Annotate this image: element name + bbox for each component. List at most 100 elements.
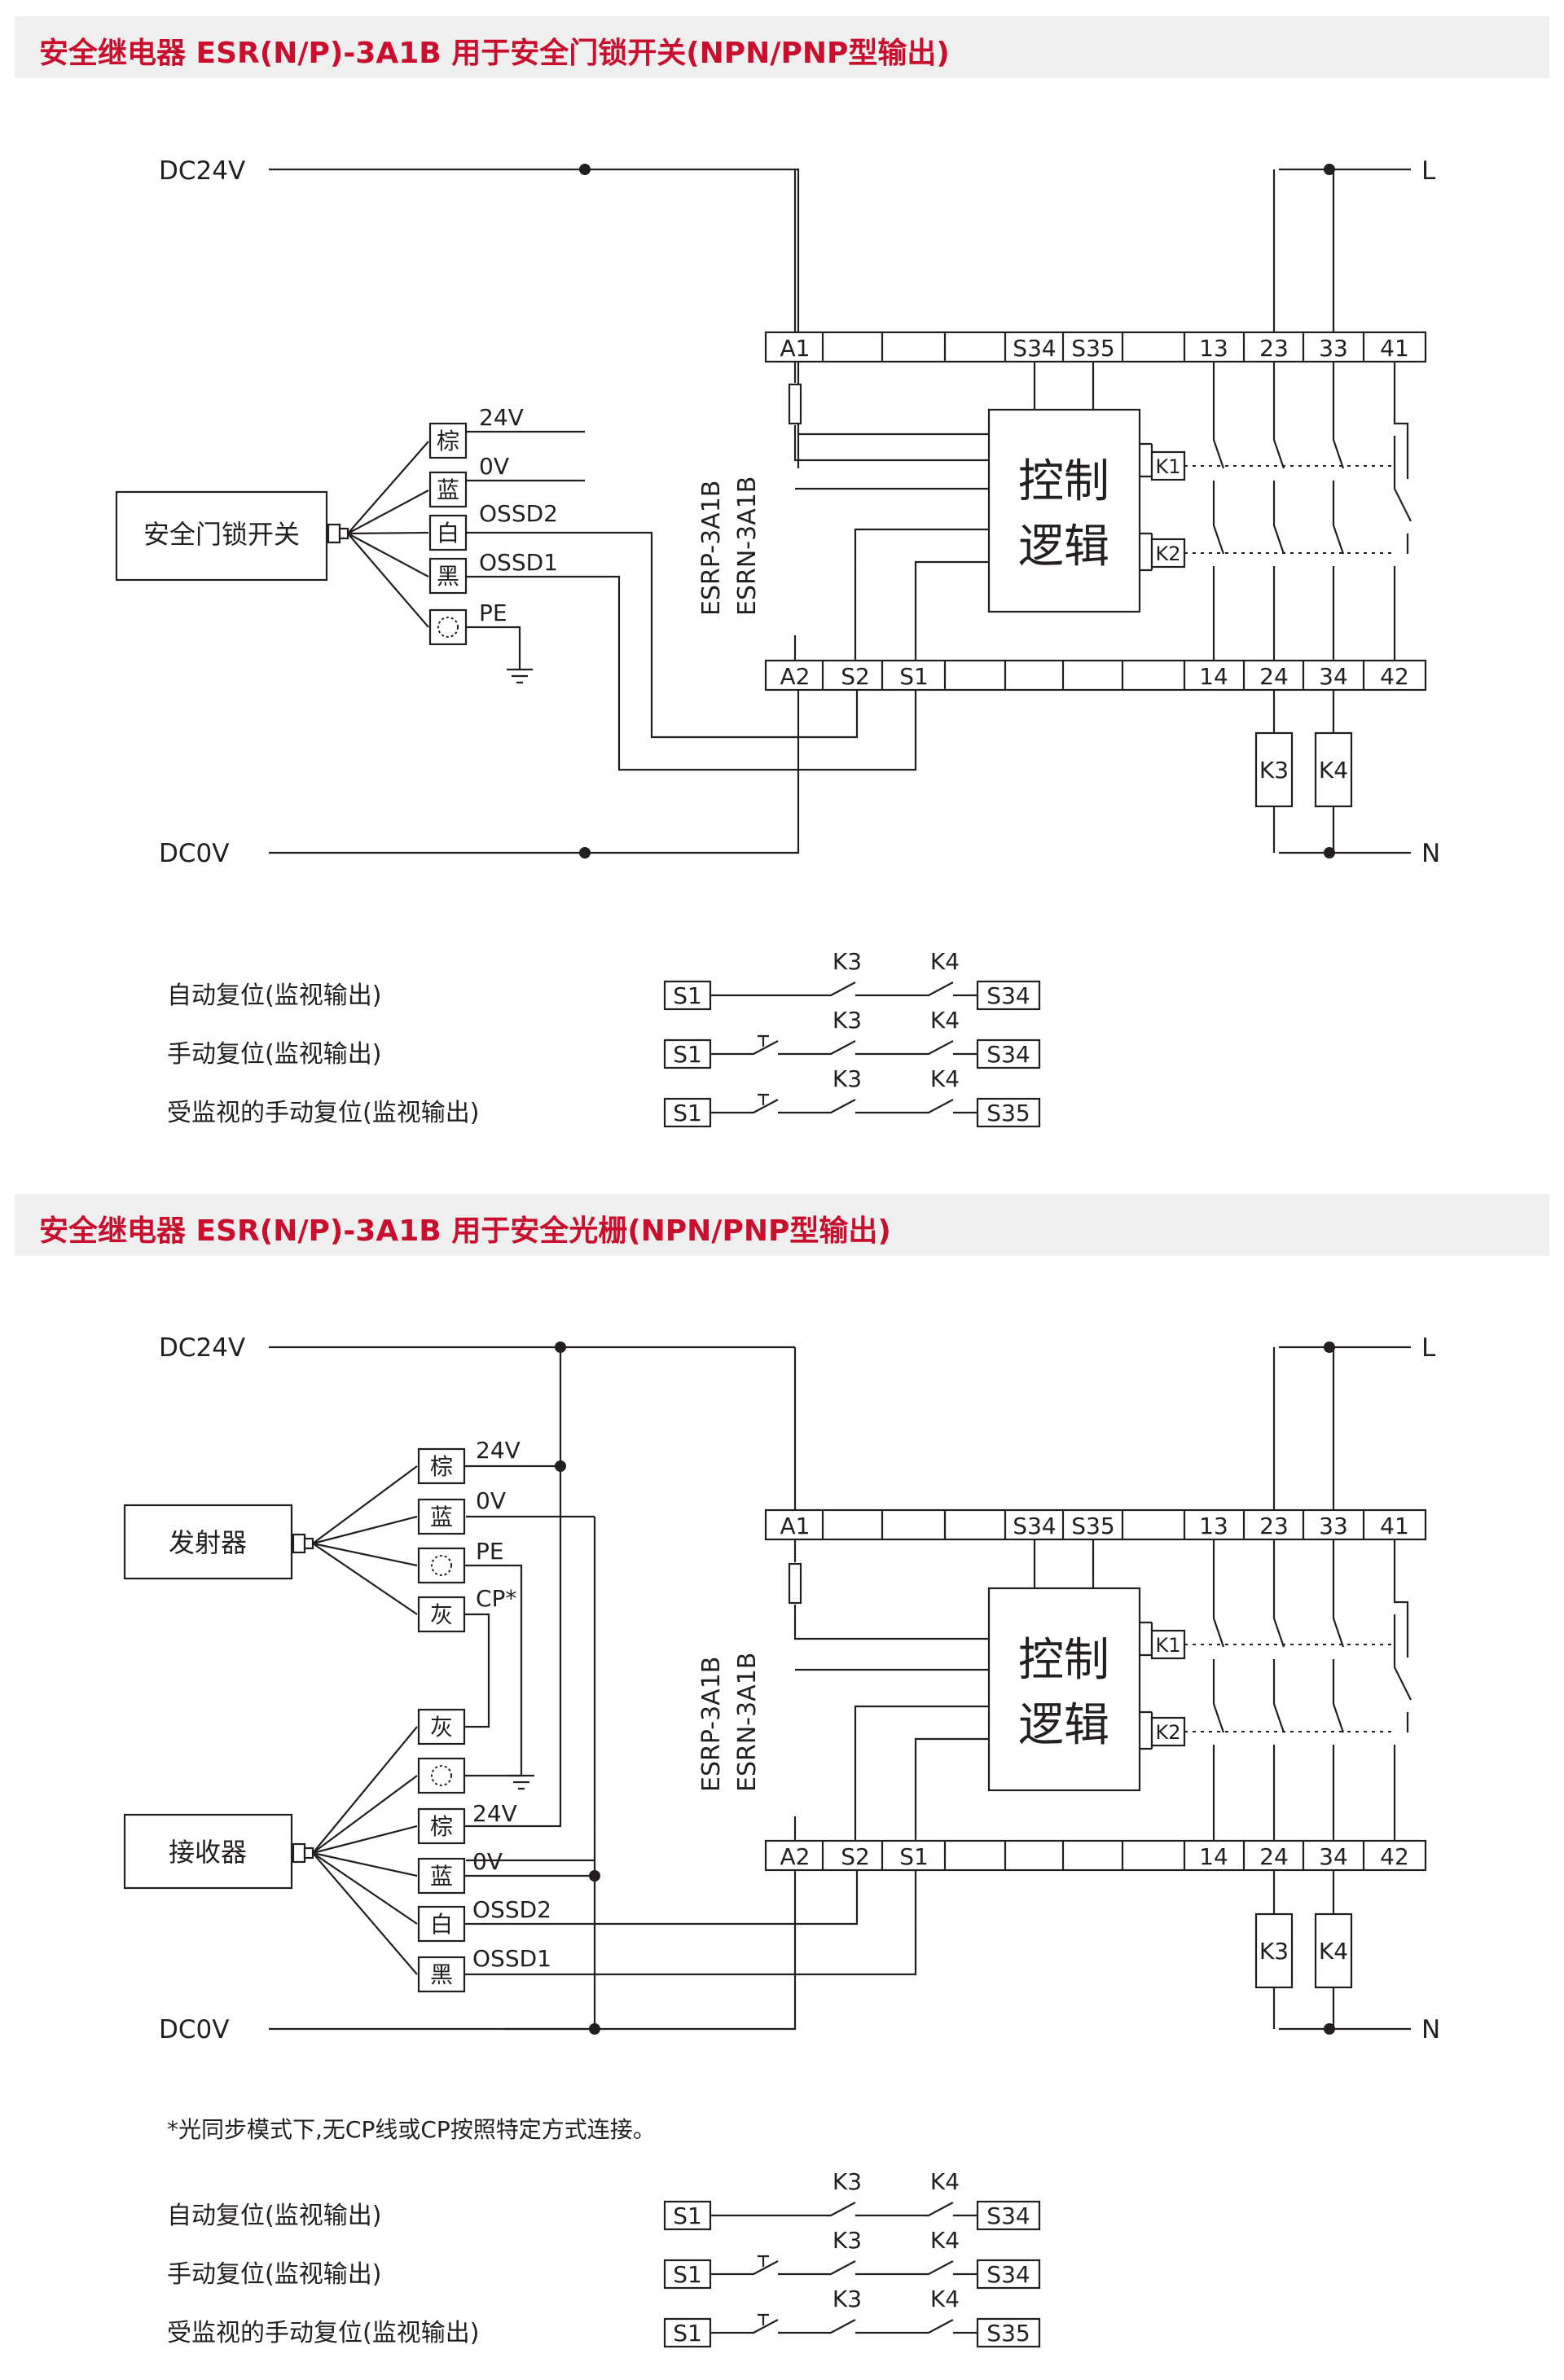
control-logic-box	[987, 408, 1141, 613]
section2-title: 安全继电器 ESR(N/P)-3A1B 用于安全光栅(NPN/PNP型输出)	[39, 1214, 891, 1248]
coil-k2-2	[1150, 1716, 1186, 1747]
contact-23-24-2	[1272, 1347, 1285, 1841]
terminal-41: 41	[1380, 335, 1409, 362]
load-coil-k4-label-2: K4	[1319, 1938, 1348, 1965]
supply-wiring-2	[269, 1346, 797, 2031]
coil-k2-label: K2	[1155, 542, 1180, 565]
dc24v-label-2: DC24V	[159, 1333, 245, 1363]
line-label: L	[1421, 156, 1436, 186]
relay-unit-2: ESRP-3A1B ESRN-3A1B A1 S34 S35 13 23 33 …	[697, 1347, 1427, 2029]
reset-k3-label: K3	[833, 948, 862, 975]
signal-ossd2: OSSD2	[479, 500, 558, 527]
load-coil-k3-label: K3	[1259, 757, 1289, 784]
terminal-33-2: 33	[1319, 1513, 1348, 1539]
load-coil-k4-2	[1314, 1912, 1353, 1989]
reset-k3-label: K3	[833, 1007, 862, 1034]
receiver-signal-ossd1: OSSD1	[472, 1945, 551, 1972]
terminal-14-2: 14	[1199, 1843, 1228, 1870]
emitter-wire-blue: 蓝	[430, 1504, 453, 1530]
control-logic-box-2	[987, 1587, 1141, 1792]
emitter-box	[123, 1504, 293, 1580]
load-coil-k3	[1254, 731, 1294, 808]
terminal-s35-2: S35	[1071, 1513, 1114, 1539]
fuse-2	[788, 1562, 802, 1605]
terminal-s2-2: S2	[841, 1843, 870, 1870]
contact-33-34	[1332, 169, 1345, 661]
reset-k3-label: K3	[833, 2227, 862, 2254]
reset-to-terminal: S34	[986, 982, 1030, 1009]
wire-color-blue: 蓝	[437, 476, 459, 503]
emitter-wire-brown: 棕	[430, 1453, 453, 1480]
reset-modes-2: 自动复位(监视输出) 手动复位(监视输出) 受监视的手动复位(监视输出) S1 …	[167, 2168, 1041, 2348]
signal-0v: 0V	[479, 453, 509, 480]
terminal-42: 42	[1380, 663, 1409, 690]
terminal-s1-2: S1	[899, 1843, 929, 1870]
emitter-pe-symbol	[431, 1555, 452, 1576]
receiver-wire-black: 黑	[430, 1961, 453, 1988]
load-coil-k4	[1314, 731, 1353, 808]
receiver-wire-gray: 灰	[430, 1714, 453, 1741]
reset-to-terminal: S34	[986, 2202, 1030, 2229]
terminal-42-2: 42	[1380, 1843, 1409, 1870]
pe-ground-symbol	[437, 617, 459, 638]
relay-model-n: ESRN-3A1B	[733, 476, 762, 616]
control-logic-line1-2: 控制	[1018, 1634, 1109, 1687]
reset-mode-auto-label-2: 自动复位(监视输出)	[167, 2202, 381, 2230]
reset-from-terminal: S1	[673, 2202, 702, 2229]
terminal-s34: S34	[1013, 335, 1056, 362]
switch-cable-fan	[347, 441, 429, 628]
reset-mode-auto-label: 自动复位(监视输出)	[167, 981, 381, 1010]
terminal-a2-2: A2	[780, 1843, 811, 1870]
door-lock-switch	[115, 490, 328, 582]
reset-to-terminal: S35	[986, 1100, 1030, 1126]
supply-wiring	[269, 168, 989, 854]
reset-mode-monitored-label: 受监视的手动复位(监视输出)	[167, 1099, 479, 1127]
signal-pe: PE	[479, 599, 507, 626]
load-coil-k4-label: K4	[1319, 757, 1348, 784]
receiver-wire-brown: 棕	[430, 1813, 453, 1840]
relay-model-p-2: ESRP-3A1B	[697, 1657, 726, 1792]
reset-k3-label: K3	[833, 2286, 862, 2312]
receiver-signal-24v: 24V	[472, 1800, 517, 1827]
reset-from-terminal: S1	[673, 2320, 702, 2347]
control-logic-line2: 逻辑	[1018, 520, 1109, 573]
reset-to-terminal: S34	[986, 2261, 1030, 2288]
terminal-33: 33	[1319, 335, 1348, 362]
contact-23-24	[1272, 169, 1285, 661]
coil-k2	[1150, 538, 1186, 569]
wire-color-brown: 棕	[437, 428, 459, 454]
emitter-signal-0v: 0V	[476, 1487, 506, 1514]
section2-title-bar: 安全继电器 ESR(N/P)-3A1B 用于安全光栅(NPN/PNP型输出)	[15, 1194, 1549, 1256]
fuse	[788, 383, 802, 425]
reset-k3-label: K3	[833, 2168, 862, 2195]
load-coil-k3-2	[1254, 1912, 1294, 1989]
coil-k1-2	[1150, 1629, 1186, 1660]
terminal-24-2: 24	[1259, 1843, 1289, 1870]
reset-k4-label: K4	[930, 2227, 960, 2254]
relay-model-n-2: ESRN-3A1B	[733, 1653, 762, 1792]
reset-modes-1: 自动复位(监视输出) 手动复位(监视输出) 受监视的手动复位(监视输出) S1 …	[167, 948, 1041, 1128]
terminal-13-2: 13	[1199, 1513, 1228, 1539]
reset-mode-manual-label: 手动复位(监视输出)	[167, 1040, 381, 1069]
reset-from-terminal: S1	[673, 982, 702, 1009]
dc0v-label: DC0V	[159, 839, 229, 868]
reset-from-terminal: S1	[673, 2261, 702, 2288]
terminal-a1: A1	[780, 335, 811, 362]
terminal-13: 13	[1199, 335, 1228, 362]
line-label-2: L	[1421, 1333, 1436, 1363]
coil-k1-label-2: K1	[1155, 1634, 1180, 1657]
terminal-s2: S2	[841, 663, 870, 690]
emitter-wire-gray: 灰	[430, 1601, 453, 1628]
signal-ossd1: OSSD1	[479, 549, 558, 576]
terminal-s1: S1	[899, 663, 929, 690]
pe-wire-box	[428, 608, 468, 646]
contact-41-42	[1393, 362, 1412, 661]
relay-model-p: ESRP-3A1B	[697, 481, 726, 616]
bottom-terminal-strip	[764, 659, 1427, 692]
neutral-label: N	[1421, 839, 1440, 868]
door-lock-switch-label: 安全门锁开关	[143, 519, 300, 550]
terminal-a1-2: A1	[780, 1513, 811, 1539]
reset-to-terminal: S35	[986, 2320, 1030, 2347]
emitter-signal-24v: 24V	[476, 1437, 521, 1464]
terminal-23: 23	[1259, 335, 1289, 362]
